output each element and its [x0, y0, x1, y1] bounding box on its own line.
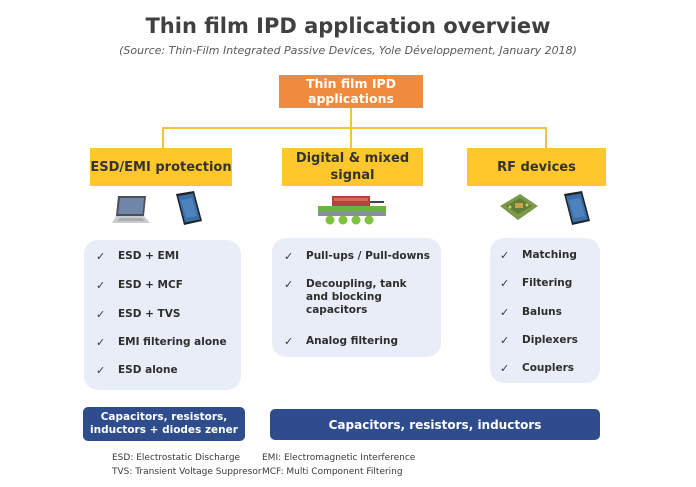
chip-package-icon — [318, 196, 386, 225]
check-icon: ✓ — [500, 306, 510, 319]
connector-esd — [162, 127, 164, 148]
circuit-board-icon — [500, 194, 538, 220]
connector-digital — [350, 127, 352, 148]
smartphone-icon — [176, 191, 202, 225]
connector-horizontal — [162, 127, 547, 129]
legend-mcf: MCF: Multi Component Filtering — [262, 467, 403, 477]
legend-emi: EMI: Electromagnetic Interference — [262, 453, 416, 463]
check-icon: ✓ — [500, 249, 510, 262]
check-icon: ✓ — [96, 250, 106, 263]
check-icon: ✓ — [284, 250, 294, 263]
list-rf-devices: ✓ Matching ✓ Filtering ✓ Baluns ✓ Diplex… — [490, 238, 600, 383]
connector-root-down — [350, 108, 352, 128]
category-esd-emi: ESD/EMI protection — [90, 148, 232, 186]
check-icon: ✓ — [96, 336, 106, 349]
check-icon: ✓ — [500, 334, 510, 347]
list-digital-mixed: ✓ Pull-ups / Pull-downs ✓ Decoupling, ta… — [272, 238, 441, 357]
category-digital-mixed: Digital & mixed signal — [282, 148, 423, 186]
check-icon: ✓ — [96, 364, 106, 377]
source-citation: (Source: Thin-Film Integrated Passive De… — [119, 44, 577, 57]
check-icon: ✓ — [284, 335, 294, 348]
legend-esd: ESD: Electrostatic Discharge — [112, 453, 241, 463]
legend-tvs: TVS: Transient Voltage Suppresor — [112, 467, 262, 477]
root-node: Thin film IPD applications — [279, 75, 423, 108]
check-icon: ✓ — [500, 362, 510, 375]
check-icon: ✓ — [96, 279, 106, 292]
laptop-icon — [112, 196, 150, 223]
check-icon: ✓ — [96, 308, 106, 321]
page-title: Thin film IPD application overview — [145, 14, 551, 38]
components-esd-emi: Capacitors, resistors, inductors + diode… — [83, 407, 245, 441]
components-shared: Capacitors, resistors, inductors — [270, 409, 600, 440]
smartphone-icon — [564, 191, 590, 225]
check-icon: ✓ — [500, 277, 510, 290]
list-esd-emi: ✓ ESD + EMI ✓ ESD + MCF ✓ ESD + TVS ✓ EM… — [84, 240, 241, 390]
check-icon: ✓ — [284, 278, 294, 291]
category-rf-devices: RF devices — [467, 148, 606, 186]
connector-rf — [545, 127, 547, 148]
